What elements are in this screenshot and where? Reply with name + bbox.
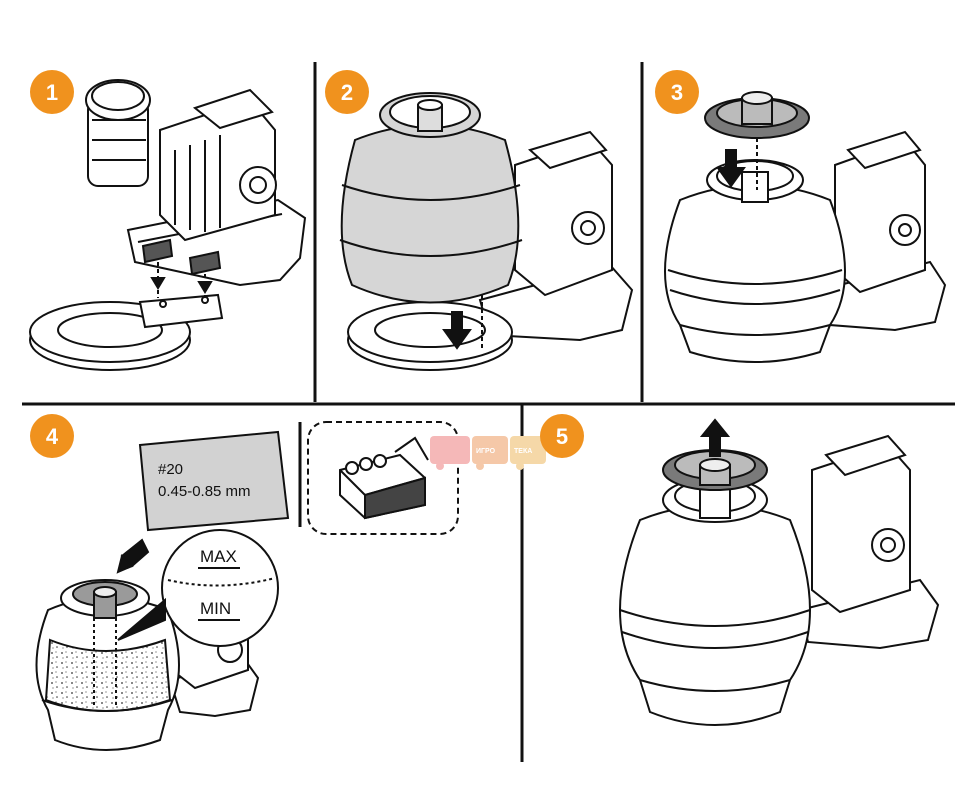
step-3-panel	[664, 91, 947, 363]
step-4-panel	[35, 421, 459, 751]
step-badge-3: 3	[655, 70, 699, 114]
step-number-4: 4	[46, 424, 59, 449]
filter-tank-4	[35, 579, 180, 751]
motor-2	[478, 130, 634, 342]
step-badge-4: 4	[30, 414, 74, 458]
step-badge-1: 1	[30, 70, 74, 114]
base-ring-2	[347, 301, 513, 371]
step-2-panel	[339, 92, 634, 371]
step-number-5: 5	[556, 424, 568, 449]
sand-bag	[138, 430, 290, 532]
watermark-logo: ИГРО ТЕКА	[430, 436, 546, 470]
max-level-label: MAX	[200, 547, 237, 566]
strainer-pot	[85, 79, 151, 187]
clip-left	[141, 238, 174, 264]
clip-right	[188, 250, 222, 276]
step-badge-5: 5	[540, 414, 584, 458]
step-number-3: 3	[671, 80, 683, 105]
motor-3	[818, 130, 947, 332]
motor-1	[159, 88, 277, 242]
min-level-label: MIN	[200, 599, 231, 618]
filter-tank-3	[664, 159, 846, 363]
step-number-2: 2	[341, 80, 353, 105]
step-number-1: 1	[46, 80, 58, 105]
watermark-word-1: ИГРО	[476, 448, 496, 455]
filter-tank-5	[619, 477, 811, 726]
level-magnifier	[116, 529, 279, 647]
step-5-panel	[619, 418, 940, 726]
mount-plate	[138, 293, 224, 329]
diffuser-collar-5	[662, 449, 768, 491]
down-arrow-2	[442, 311, 472, 350]
sand-size-label: 0.45-0.85 mm	[158, 483, 251, 500]
motor-5	[798, 434, 940, 650]
step-badge-2: 2	[325, 70, 369, 114]
diffuser-collar-3	[704, 91, 810, 139]
sand-box-inset	[307, 421, 459, 535]
down-arrow-3	[716, 149, 746, 188]
sand-grade-label: #20	[158, 461, 183, 478]
watermark-word-2: ТЕКА	[514, 448, 532, 455]
step-1-panel	[29, 79, 307, 371]
filter-tank-2	[339, 92, 523, 304]
up-arrow-5	[699, 418, 731, 457]
